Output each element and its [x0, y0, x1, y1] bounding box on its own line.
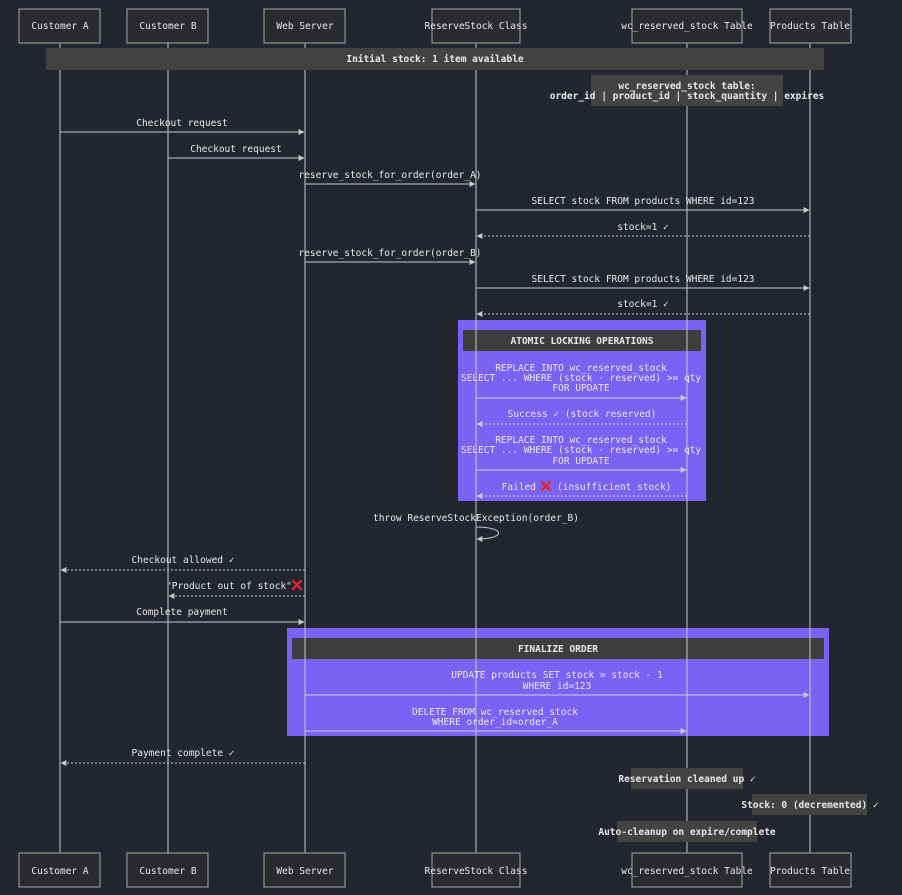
message-label: Checkout allowed ✓: [132, 555, 235, 566]
message-label: Checkout request: [190, 144, 282, 155]
group-atomic-locking-header: [463, 330, 701, 351]
messages: Checkout request Checkout request reserv…: [60, 118, 810, 766]
cross-mark-icon: [291, 579, 303, 591]
message-label-line: FOR UPDATE: [552, 383, 609, 394]
participant-box-products-table: [769, 8, 852, 44]
note-stock-decremented-box: [752, 794, 867, 815]
note-initial-stock-text: Initial stock: 1 item available: [346, 54, 524, 65]
note-auto-cleanup-text: Auto-cleanup on expire/complete: [598, 827, 776, 838]
message-label: Failed: [502, 482, 536, 493]
participant-label-web-server: Web Server: [276, 21, 333, 32]
note-table-schema-line-2: order_id | product_id | stock_quantity |…: [550, 91, 825, 102]
message-label: reserve_stock_for_order(order_B): [298, 248, 481, 259]
participant-label-reservestock-class-bottom: ReserveStock Class: [425, 866, 528, 877]
participants-top: Customer A Customer B Web Server Reserve…: [18, 8, 852, 44]
participant-box-reservestock-class: [431, 8, 521, 44]
participant-box-reservestock-class-bottom: [431, 852, 521, 888]
participant-box-wc-reserved-stock-bottom: [631, 852, 743, 888]
message-label-line: REPLACE INTO wc_reserved_stock: [495, 363, 667, 374]
message-label: SELECT stock FROM products WHERE id=123: [531, 196, 754, 207]
message-label: Payment complete ✓: [132, 748, 235, 759]
participant-box-customer-a: [18, 8, 101, 44]
group-finalize-order-title: FINALIZE ORDER: [518, 644, 598, 655]
message-label-suffix: (insufficient stock): [557, 482, 671, 493]
message-label: Checkout request: [136, 118, 228, 129]
message-label-line: FOR UPDATE: [552, 456, 609, 467]
participant-box-customer-b: [126, 8, 209, 44]
group-atomic-locking: ATOMIC LOCKING OPERATIONS: [458, 320, 706, 501]
note-reservation-cleaned-text: Reservation cleaned up ✓: [618, 774, 756, 785]
participant-label-customer-a: Customer A: [31, 21, 88, 32]
group-finalize-order: FINALIZE ORDER: [287, 628, 829, 736]
participant-label-products-table-bottom: Products Table: [770, 866, 850, 877]
participant-box-web-server: [263, 8, 346, 44]
message-label-line: SELECT ... WHERE (stock - reserved) >= q…: [461, 445, 701, 456]
message-label-line: UPDATE products SET stock = stock - 1: [451, 670, 663, 681]
participant-box-products-table-bottom: [769, 852, 852, 888]
note-table-schema: wc_reserved_stock table: order_id | prod…: [550, 75, 825, 106]
message-label: throw ReserveStockException(order_B): [373, 513, 579, 524]
note-auto-cleanup-box: [617, 821, 757, 842]
participant-label-customer-b: Customer B: [139, 21, 196, 32]
participant-label-wc-reserved-stock: wc_reserved_stock Table: [621, 21, 753, 32]
cross-mark-icon: [540, 480, 552, 492]
note-table-schema-box: [591, 75, 783, 106]
participant-label-customer-a-bottom: Customer A: [31, 866, 88, 877]
message-label-line: WHERE id=123: [523, 681, 592, 692]
message-label-line: REPLACE INTO wc_reserved_stock: [495, 435, 667, 446]
participants-bottom: Customer A Customer B Web Server Reserve…: [18, 852, 852, 888]
message-label: Complete payment: [136, 607, 228, 618]
participant-label-web-server-bottom: Web Server: [276, 866, 333, 877]
participant-label-customer-b-bottom: Customer B: [139, 866, 196, 877]
message-label: stock=1 ✓: [617, 299, 669, 310]
message-label-line: SELECT ... WHERE (stock - reserved) >= q…: [461, 373, 701, 384]
participant-label-products-table: Products Table: [770, 21, 850, 32]
participant-box-wc-reserved-stock: [631, 8, 743, 44]
participant-label-reservestock-class: ReserveStock Class: [425, 21, 528, 32]
participant-box-customer-b-bottom: [126, 852, 209, 888]
message-self-arrow: [475, 526, 499, 542]
group-finalize-order-header: [292, 638, 824, 659]
note-initial-stock-box: [46, 48, 824, 70]
message-label: Success ✓ (stock reserved): [508, 409, 657, 420]
message-label-line: WHERE order_id=order_A: [432, 717, 558, 728]
message-label: SELECT stock FROM products WHERE id=123: [531, 274, 754, 285]
message-label: stock=1 ✓: [617, 222, 669, 233]
message-label-line: DELETE FROM wc_reserved_stock: [412, 707, 578, 718]
note-initial-stock: Initial stock: 1 item available: [46, 48, 824, 70]
participant-label-wc-reserved-stock-bottom: wc_reserved_stock Table: [621, 866, 753, 877]
participant-box-web-server-bottom: [263, 852, 346, 888]
message-label: reserve_stock_for_order(order_A): [298, 170, 481, 181]
message-label: "Product out of stock": [166, 581, 292, 592]
participant-box-customer-a-bottom: [18, 852, 101, 888]
lifelines: [59, 43, 811, 853]
note-table-schema-line-1: wc_reserved_stock table:: [618, 81, 755, 92]
end-notes: Reservation cleaned up ✓ Stock: 0 (decre…: [598, 768, 879, 842]
note-stock-decremented-text: Stock: 0 (decremented) ✓: [741, 800, 879, 811]
note-reservation-cleaned-box: [631, 768, 743, 789]
group-atomic-locking-title: ATOMIC LOCKING OPERATIONS: [511, 336, 654, 347]
